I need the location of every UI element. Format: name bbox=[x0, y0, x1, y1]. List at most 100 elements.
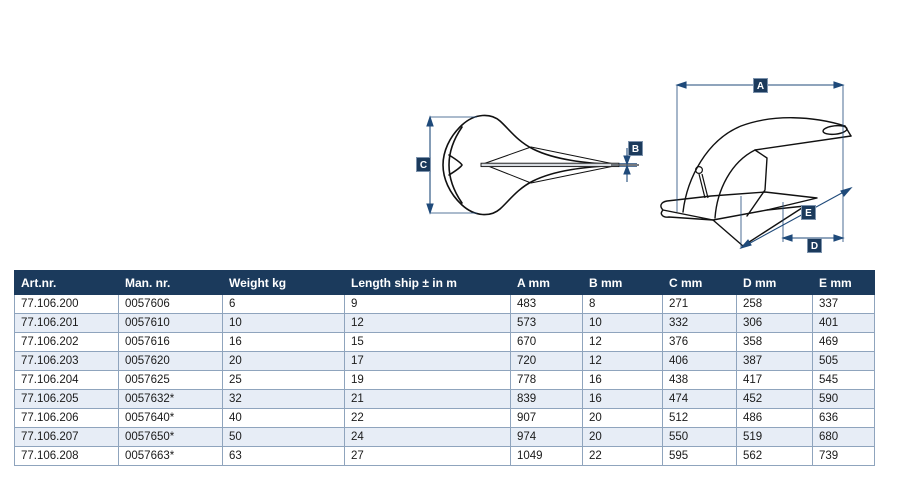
cell-length: 15 bbox=[344, 332, 511, 352]
cell-man_nr: 0057620 bbox=[118, 351, 223, 371]
cell-art_nr: 77.106.204 bbox=[14, 370, 119, 390]
cell-b_mm: 12 bbox=[582, 351, 663, 371]
cell-d_mm: 306 bbox=[736, 313, 813, 333]
dimension-line-e bbox=[739, 186, 853, 250]
column-header-a-mm: A mm bbox=[510, 270, 583, 295]
cell-length: 17 bbox=[344, 351, 511, 371]
anchor-side-view-svg bbox=[660, 81, 853, 250]
anchor-plan-view: C B bbox=[405, 80, 645, 245]
cell-e_mm: 739 bbox=[812, 446, 875, 466]
cell-length: 24 bbox=[344, 427, 511, 447]
cell-c_mm: 474 bbox=[662, 389, 737, 409]
figure-area: C B bbox=[405, 70, 895, 265]
cell-a_mm: 1049 bbox=[510, 446, 583, 466]
column-header-man-nr: Man. nr. bbox=[118, 270, 223, 295]
cell-b_mm: 12 bbox=[582, 332, 663, 352]
cell-e_mm: 401 bbox=[812, 313, 875, 333]
cell-d_mm: 519 bbox=[736, 427, 813, 447]
cell-weight: 6 bbox=[222, 294, 345, 314]
cell-a_mm: 778 bbox=[510, 370, 583, 390]
cell-c_mm: 595 bbox=[662, 446, 737, 466]
dimension-line-b bbox=[619, 148, 637, 182]
cell-man_nr: 0057663* bbox=[118, 446, 223, 466]
cell-weight: 10 bbox=[222, 313, 345, 333]
cell-c_mm: 271 bbox=[662, 294, 737, 314]
cell-b_mm: 8 bbox=[582, 294, 663, 314]
cell-a_mm: 839 bbox=[510, 389, 583, 409]
cell-man_nr: 0057610 bbox=[118, 313, 223, 333]
cell-c_mm: 512 bbox=[662, 408, 737, 428]
cell-e_mm: 505 bbox=[812, 351, 875, 371]
cell-weight: 20 bbox=[222, 351, 345, 371]
anchor-plan-outline bbox=[442, 114, 619, 216]
cell-e_mm: 337 bbox=[812, 294, 875, 314]
cell-man_nr: 0057650* bbox=[118, 427, 223, 447]
column-header-e-mm: E mm bbox=[812, 270, 875, 295]
cell-length: 12 bbox=[344, 313, 511, 333]
cell-c_mm: 550 bbox=[662, 427, 737, 447]
dimension-badge-a: A bbox=[753, 78, 768, 93]
cell-length: 27 bbox=[344, 446, 511, 466]
anchor-side-pin bbox=[694, 165, 709, 199]
anchor-side-outline bbox=[682, 117, 852, 219]
cell-e_mm: 590 bbox=[812, 389, 875, 409]
dimension-badge-c: C bbox=[416, 157, 431, 172]
cell-b_mm: 10 bbox=[582, 313, 663, 333]
anchor-plan-view-svg bbox=[426, 114, 639, 216]
specification-table: Art.nr. Man. nr. Weight kg Length ship ±… bbox=[14, 270, 875, 466]
cell-weight: 25 bbox=[222, 370, 345, 390]
cell-art_nr: 77.106.203 bbox=[14, 351, 119, 371]
dimension-line-c bbox=[426, 115, 477, 215]
cell-e_mm: 680 bbox=[812, 427, 875, 447]
column-header-length: Length ship ± in m bbox=[344, 270, 511, 295]
cell-length: 22 bbox=[344, 408, 511, 428]
cell-length: 19 bbox=[344, 370, 511, 390]
cell-d_mm: 258 bbox=[736, 294, 813, 314]
cell-man_nr: 0057632* bbox=[118, 389, 223, 409]
cell-weight: 32 bbox=[222, 389, 345, 409]
column-header-d-mm: D mm bbox=[736, 270, 813, 295]
cell-c_mm: 406 bbox=[662, 351, 737, 371]
column-header-c-mm: C mm bbox=[662, 270, 737, 295]
cell-e_mm: 469 bbox=[812, 332, 875, 352]
cell-art_nr: 77.106.200 bbox=[14, 294, 119, 314]
cell-weight: 16 bbox=[222, 332, 345, 352]
cell-weight: 50 bbox=[222, 427, 345, 447]
anchor-side-view: A D E bbox=[655, 70, 895, 265]
cell-d_mm: 387 bbox=[736, 351, 813, 371]
cell-man_nr: 0057606 bbox=[118, 294, 223, 314]
cell-art_nr: 77.106.202 bbox=[14, 332, 119, 352]
anchor-plan-shank-rod bbox=[480, 162, 639, 168]
cell-a_mm: 720 bbox=[510, 351, 583, 371]
dimension-badge-b: B bbox=[628, 141, 643, 156]
cell-a_mm: 483 bbox=[510, 294, 583, 314]
cell-art_nr: 77.106.205 bbox=[14, 389, 119, 409]
cell-a_mm: 670 bbox=[510, 332, 583, 352]
cell-b_mm: 20 bbox=[582, 427, 663, 447]
cell-d_mm: 358 bbox=[736, 332, 813, 352]
cell-man_nr: 0057616 bbox=[118, 332, 223, 352]
cell-length: 21 bbox=[344, 389, 511, 409]
cell-weight: 40 bbox=[222, 408, 345, 428]
cell-a_mm: 573 bbox=[510, 313, 583, 333]
cell-man_nr: 0057640* bbox=[118, 408, 223, 428]
cell-b_mm: 16 bbox=[582, 389, 663, 409]
cell-c_mm: 438 bbox=[662, 370, 737, 390]
column-header-b-mm: B mm bbox=[582, 270, 663, 295]
column-header-art-nr: Art.nr. bbox=[14, 270, 119, 295]
dimension-badge-e: E bbox=[801, 205, 816, 220]
cell-d_mm: 417 bbox=[736, 370, 813, 390]
cell-a_mm: 974 bbox=[510, 427, 583, 447]
cell-b_mm: 22 bbox=[582, 446, 663, 466]
cell-man_nr: 0057625 bbox=[118, 370, 223, 390]
